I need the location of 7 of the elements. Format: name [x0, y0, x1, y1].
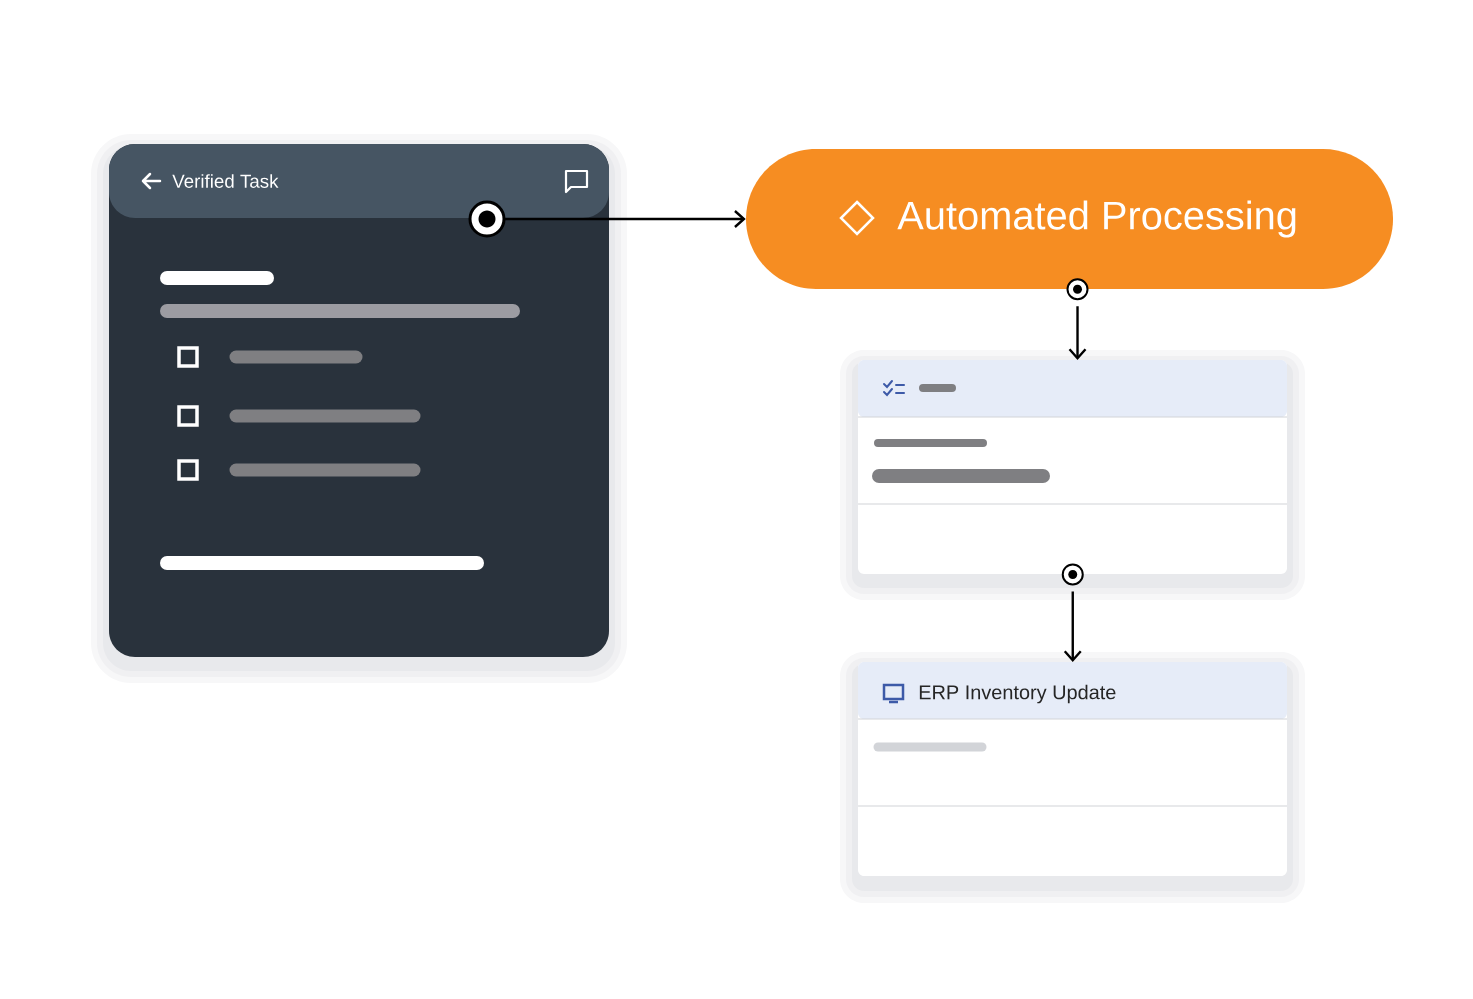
process-pill: Automated Processing [746, 149, 1394, 289]
connector-arrow [1063, 591, 1082, 662]
task-card: Verified Task [109, 144, 609, 657]
step-card: ERP Inventory Update [857, 662, 1288, 876]
step-card [857, 360, 1288, 574]
connector-arrow [1068, 306, 1087, 360]
connector-arrow [504, 210, 746, 228]
